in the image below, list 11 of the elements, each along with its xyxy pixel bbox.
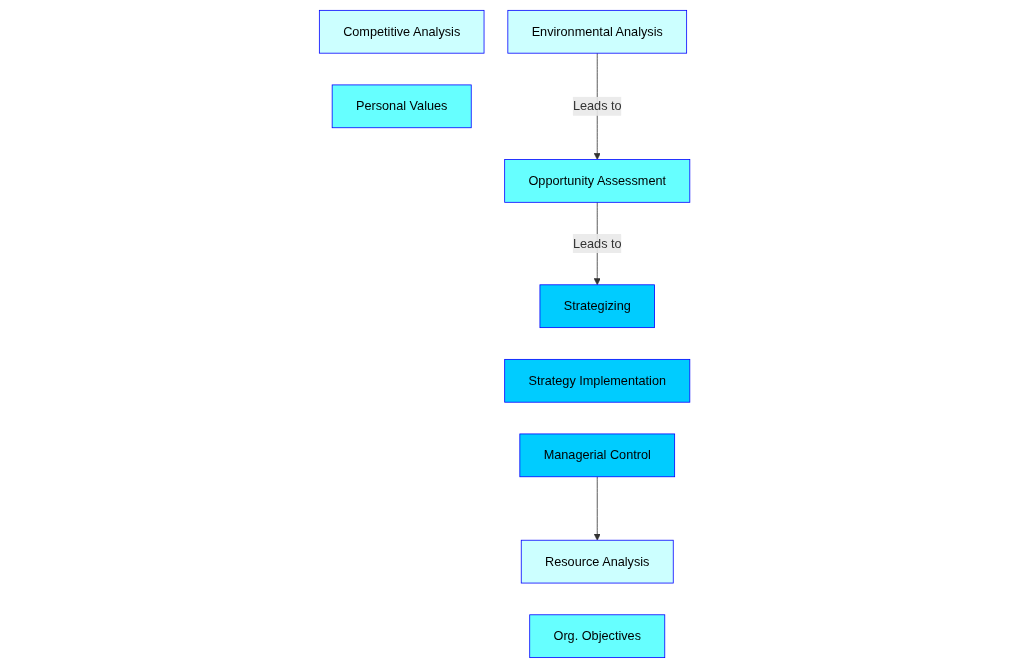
- node-box: Environmental Analysis: [507, 9, 687, 54]
- node-box: Strategizing: [539, 284, 655, 329]
- node-box: Resource Analysis: [520, 539, 674, 584]
- node-box: Personal Values: [331, 84, 472, 129]
- node-box: Strategy Implementation: [504, 359, 691, 403]
- edge-label: Leads to: [572, 99, 622, 113]
- node-box: Org. Objectives: [529, 614, 666, 659]
- node-box: Competitive Analysis: [318, 9, 485, 54]
- node-box: Managerial Control: [519, 433, 675, 478]
- node-box: Opportunity Assessment: [504, 159, 691, 203]
- edge-label: Leads to: [572, 236, 622, 250]
